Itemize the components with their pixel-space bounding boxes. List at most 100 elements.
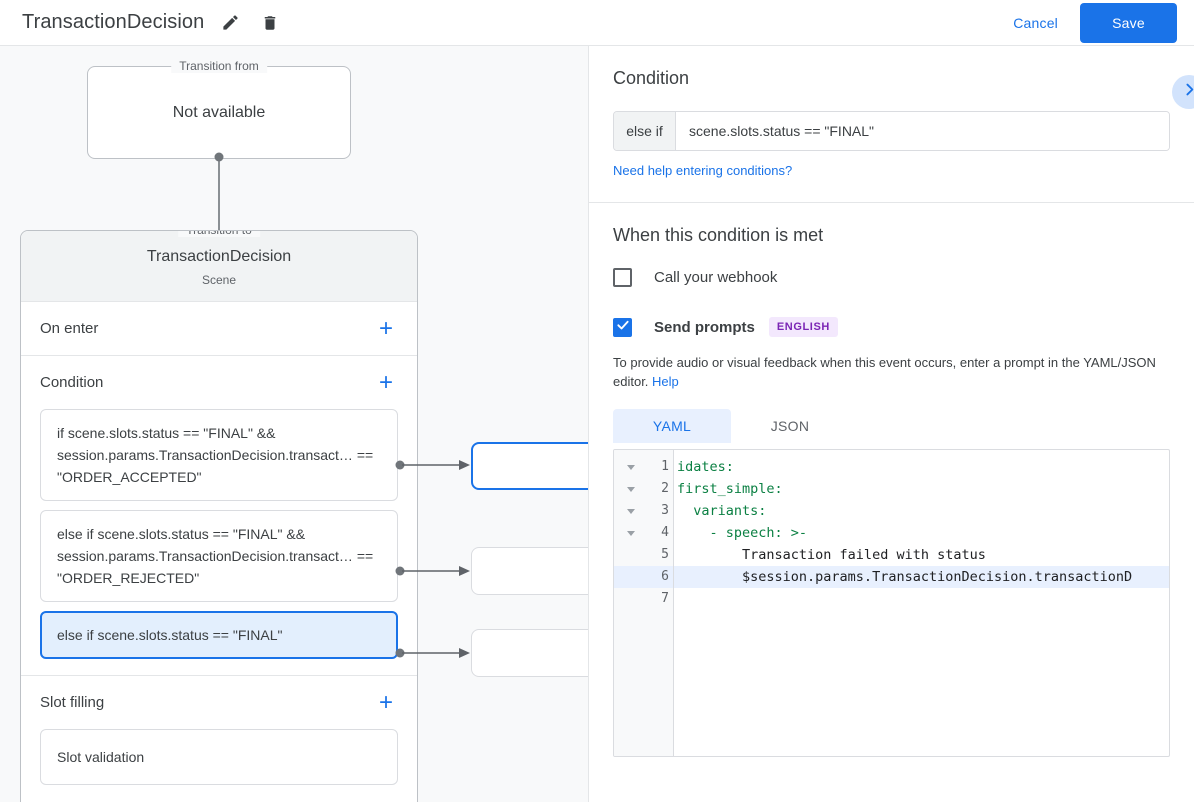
transition-target-box[interactable] xyxy=(471,629,588,677)
send-prompts-row[interactable]: Send prompts ENGLISH xyxy=(613,317,1170,337)
call-webhook-checkbox[interactable] xyxy=(613,268,632,287)
condition-item[interactable]: if scene.slots.status == "FINAL" && sess… xyxy=(40,409,398,501)
condition-item[interactable]: else if scene.slots.status == "FINAL" &&… xyxy=(40,510,398,602)
when-condition-met-heading: When this condition is met xyxy=(613,225,824,245)
collapse-panel-button[interactable] xyxy=(1172,75,1194,109)
condition-prefix-label: else if xyxy=(614,112,676,150)
editor-fold-column xyxy=(614,450,648,756)
editor-code-area[interactable]: idates: first_simple: variants: - speech:… xyxy=(674,450,1169,756)
edit-name-button[interactable] xyxy=(216,9,244,37)
line-number: 2 xyxy=(661,481,669,496)
description-text: To provide audio or visual feedback when… xyxy=(613,355,1156,389)
code-line[interactable]: $session.params.TransactionDecision.tran… xyxy=(674,566,1169,588)
condition-help-link[interactable]: Need help entering conditions? xyxy=(613,163,793,178)
delete-button[interactable] xyxy=(256,9,284,37)
add-condition-button[interactable]: + xyxy=(378,368,393,396)
fold-spacer xyxy=(614,588,648,610)
fold-spacer xyxy=(614,566,648,588)
condition-detail-panel: Condition else if Need help entering con… xyxy=(589,46,1194,802)
condition-list: if scene.slots.status == "FINAL" && sess… xyxy=(40,409,398,675)
tab-yaml[interactable]: YAML xyxy=(613,409,731,443)
code-line[interactable]: first_simple: xyxy=(674,478,1169,500)
code-editor[interactable]: 1 2 3 4 5 6 7 idates: first_simple: variants: -… xyxy=(613,449,1170,757)
condition-expression-row: else if xyxy=(613,111,1170,151)
pencil-icon xyxy=(221,13,240,32)
fold-toggle[interactable] xyxy=(614,500,648,522)
fold-toggle[interactable] xyxy=(614,478,648,500)
section-condition: Condition + if scene.slots.status == "FI… xyxy=(21,356,417,676)
chevron-right-icon xyxy=(1181,81,1194,103)
transition-target-box-selected[interactable] xyxy=(471,442,588,490)
add-on-enter-button[interactable]: + xyxy=(378,314,393,342)
section-slot-filling-header: Slot filling + xyxy=(40,676,398,729)
code-line[interactable] xyxy=(674,588,1169,610)
condition-expression-input[interactable] xyxy=(676,112,1169,150)
transition-from-value: Not available xyxy=(172,103,266,121)
line-number: 1 xyxy=(661,459,669,474)
pane-divider xyxy=(588,46,589,802)
condition-heading: Condition xyxy=(613,68,690,88)
tab-json[interactable]: JSON xyxy=(770,418,810,434)
scene-graph-pane: Transition from Not available Transition… xyxy=(0,46,588,802)
condition-connectors xyxy=(395,460,470,658)
save-button[interactable]: Save xyxy=(1080,2,1177,43)
fold-spacer xyxy=(614,544,648,566)
line-number: 7 xyxy=(661,591,669,606)
transition-target-box[interactable] xyxy=(471,547,588,595)
transition-to-card: Transition to TransactionDecision Scene … xyxy=(20,230,418,802)
section-title: On enter xyxy=(40,320,99,337)
editor-line-numbers: 1 2 3 4 5 6 7 xyxy=(648,450,674,756)
slot-validation-item[interactable]: Slot validation xyxy=(40,729,398,785)
condition-editor-section: Condition else if Need help entering con… xyxy=(589,46,1194,203)
scene-header: TransactionDecision Scene xyxy=(21,231,417,302)
code-token: idates: xyxy=(677,459,734,475)
slot-filling-list: Slot validation xyxy=(40,729,398,801)
top-app-bar: TransactionDecision Cancel Save xyxy=(0,0,1194,46)
section-title: Condition xyxy=(40,374,104,391)
code-line[interactable]: variants: xyxy=(674,500,1169,522)
transition-from-legend: Transition from xyxy=(171,59,267,73)
code-token: variants: xyxy=(677,503,767,519)
code-token: $session.params.TransactionDecision.tran… xyxy=(677,569,1133,585)
line-number: 3 xyxy=(661,503,669,518)
chevron-down-icon[interactable] xyxy=(627,486,635,492)
language-badge: ENGLISH xyxy=(768,317,838,337)
code-line[interactable]: - speech: >- xyxy=(674,522,1169,544)
section-slot-filling: Slot filling + Slot validation xyxy=(21,676,417,801)
call-webhook-label: Call your webhook xyxy=(654,269,778,286)
send-prompts-label: Send prompts xyxy=(654,318,755,336)
page-title: TransactionDecision xyxy=(22,11,205,33)
cancel-button[interactable]: Cancel xyxy=(1001,7,1070,39)
chevron-down-icon[interactable] xyxy=(627,508,635,514)
line-number: 5 xyxy=(661,547,669,562)
transition-from-card: Transition from Not available xyxy=(87,59,351,159)
check-icon xyxy=(616,318,630,337)
call-webhook-row[interactable]: Call your webhook xyxy=(613,268,1170,287)
fold-toggle[interactable] xyxy=(614,456,648,478)
code-line[interactable]: idates: xyxy=(674,456,1169,478)
section-condition-header: Condition + xyxy=(40,356,398,409)
code-token: Transaction failed with status xyxy=(677,547,986,563)
line-number: 6 xyxy=(648,566,673,588)
trash-icon xyxy=(261,14,279,32)
send-prompts-checkbox[interactable] xyxy=(613,317,632,337)
chevron-down-icon[interactable] xyxy=(627,464,635,470)
add-slot-filling-button[interactable]: + xyxy=(378,688,393,716)
fold-toggle[interactable] xyxy=(614,522,648,544)
scene-type: Scene xyxy=(201,273,237,287)
transition-to-legend: Transition to xyxy=(178,231,260,237)
send-prompts-description: To provide audio or visual feedback when… xyxy=(613,353,1170,391)
editor-format-tabs: YAML JSON xyxy=(613,409,1170,443)
condition-item-selected[interactable]: else if scene.slots.status == "FINAL" xyxy=(40,611,398,659)
scene-name: TransactionDecision xyxy=(146,248,292,265)
help-link[interactable]: Help xyxy=(652,374,679,389)
section-on-enter: On enter + xyxy=(21,302,417,356)
section-on-enter-header: On enter + xyxy=(40,302,398,355)
code-token: - speech: >- xyxy=(677,525,808,541)
code-token: first_simple: xyxy=(677,481,783,497)
when-condition-met-section: When this condition is met Call your web… xyxy=(589,203,1194,757)
code-line[interactable]: Transaction failed with status xyxy=(674,544,1169,566)
line-number: 4 xyxy=(661,525,669,540)
section-title: Slot filling xyxy=(40,694,105,711)
chevron-down-icon[interactable] xyxy=(627,530,635,536)
